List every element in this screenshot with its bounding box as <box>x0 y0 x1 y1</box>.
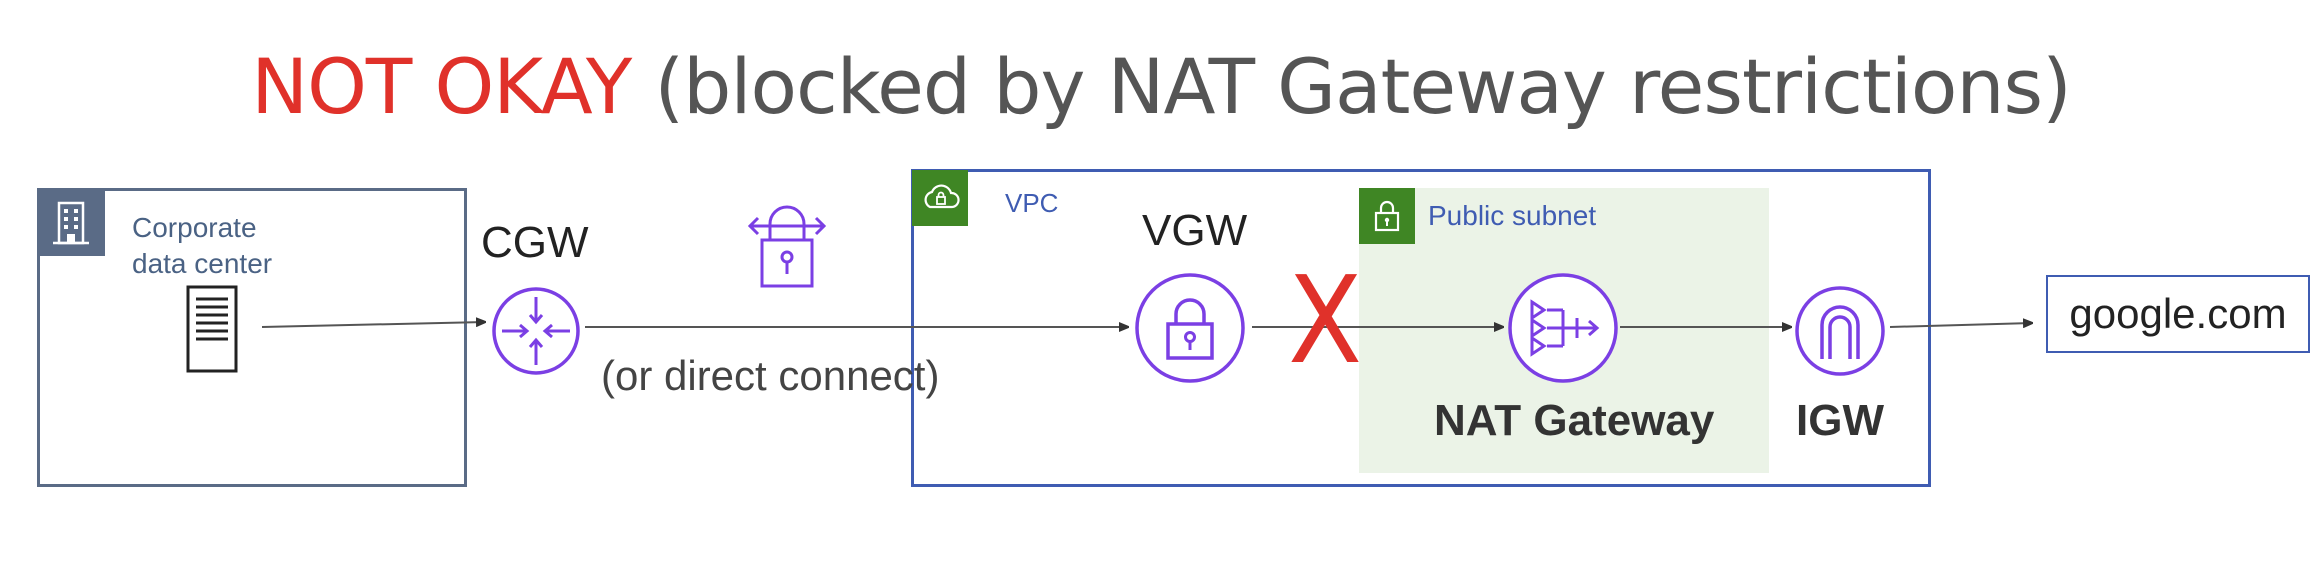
cloud-lock-icon <box>912 170 968 226</box>
nat-gateway-icon <box>1507 272 1619 389</box>
blocked-x-marker: X <box>1288 252 1363 391</box>
nat-gateway-label: NAT Gateway <box>1434 396 1715 445</box>
destination-label: google.com <box>2069 290 2287 337</box>
building-icon <box>37 188 105 256</box>
vpn-lock-icon <box>744 198 830 295</box>
dc-to-cgw-line <box>261 322 485 328</box>
page-title: NOT OKAY (blocked by NAT Gateway restric… <box>0 42 2322 131</box>
vpc-label: VPC <box>1005 188 1059 218</box>
public-subnet-label: Public subnet <box>1428 200 1597 231</box>
igw-label: IGW <box>1796 396 1884 445</box>
igw-icon <box>1794 285 1886 382</box>
igw-to-google-line <box>1889 323 2032 327</box>
direct-connect-note: (or direct connect) <box>601 352 940 399</box>
title-rest: (blocked by NAT Gateway restrictions) <box>654 42 2072 131</box>
destination-box: google.com <box>2046 275 2310 353</box>
router-icon <box>490 285 582 382</box>
corporate-dc-box <box>37 188 467 487</box>
vgw-lock-icon <box>1134 272 1246 389</box>
server-icon <box>186 285 240 380</box>
vgw-label: VGW <box>1142 206 1248 255</box>
subnet-lock-icon <box>1359 188 1415 244</box>
title-highlight: NOT OKAY <box>251 42 632 131</box>
cgw-label: CGW <box>481 218 589 267</box>
corporate-dc-label: Corporate data center <box>132 212 273 279</box>
